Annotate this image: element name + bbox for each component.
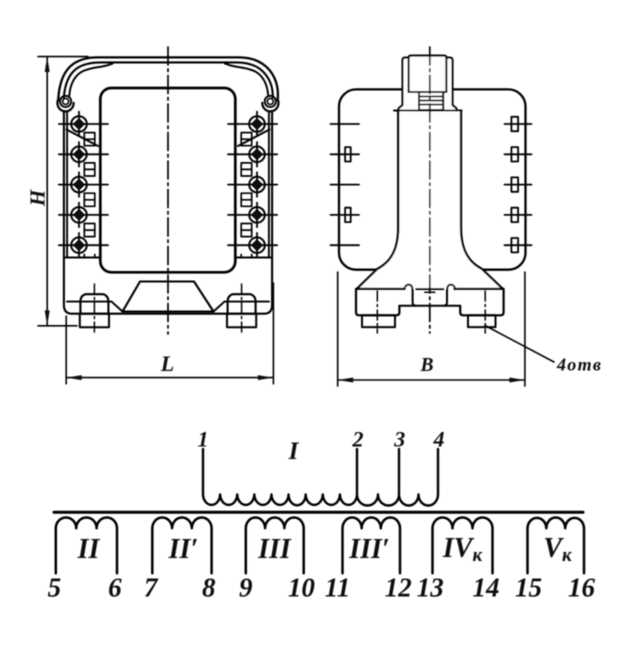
svg-text:7: 7 — [144, 573, 159, 603]
svg-text:II′: II′ — [168, 534, 199, 565]
svg-text:11: 11 — [325, 573, 351, 603]
svg-text:6: 6 — [108, 573, 122, 603]
svg-text:10: 10 — [288, 573, 316, 603]
svg-text:4: 4 — [433, 427, 445, 452]
svg-text:2: 2 — [352, 427, 364, 452]
svg-text:3: 3 — [393, 427, 405, 452]
svg-text:1: 1 — [198, 427, 209, 452]
svg-text:5: 5 — [48, 573, 62, 603]
svg-text:III′: III′ — [348, 534, 390, 565]
svg-text:14: 14 — [473, 573, 500, 603]
svg-text:L: L — [160, 351, 174, 376]
svg-text:II: II — [77, 534, 101, 565]
svg-text:III: III — [257, 534, 292, 565]
svg-text:13: 13 — [417, 573, 444, 603]
svg-text:I: I — [288, 438, 300, 465]
svg-text:12: 12 — [385, 573, 412, 603]
svg-text:H: H — [26, 189, 50, 207]
svg-text:16: 16 — [568, 573, 596, 603]
svg-text:9: 9 — [239, 573, 253, 603]
svg-text:В: В — [419, 355, 433, 376]
svg-text:8: 8 — [202, 573, 216, 603]
svg-text:4отв: 4отв — [556, 355, 602, 375]
svg-text:15: 15 — [515, 573, 542, 603]
